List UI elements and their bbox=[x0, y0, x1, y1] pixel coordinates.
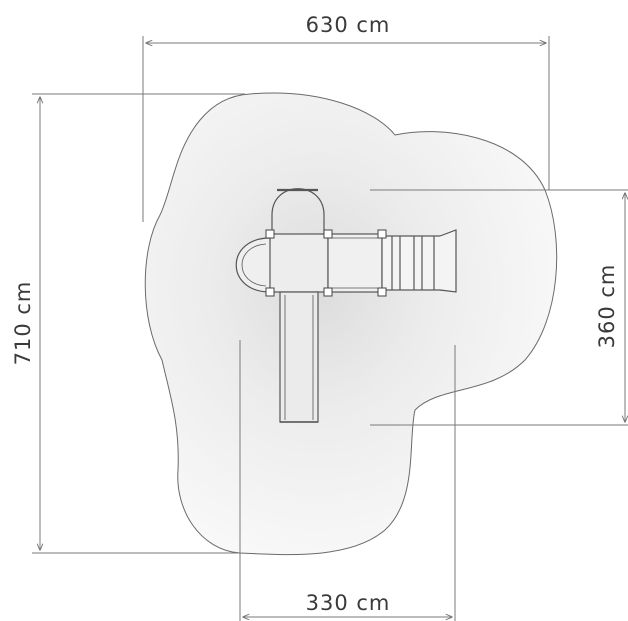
dimension-label-top: 630 cm bbox=[306, 13, 391, 37]
play-structure bbox=[235, 188, 457, 423]
dimension-bottom bbox=[239, 340, 456, 621]
dimension-label-bottom: 330 cm bbox=[306, 591, 391, 615]
ladder bbox=[381, 229, 457, 293]
dimension-top bbox=[142, 36, 550, 222]
arch bbox=[271, 188, 325, 234]
dimension-right bbox=[370, 189, 628, 426]
dimension-left bbox=[32, 93, 245, 554]
right-label-bg bbox=[592, 256, 620, 356]
posts bbox=[265, 229, 387, 297]
top-label-bg bbox=[300, 10, 396, 38]
main-platform bbox=[269, 233, 329, 293]
bottom-label-bg bbox=[296, 590, 400, 616]
dimension-label-right: 360 cm bbox=[595, 264, 619, 349]
round-platform bbox=[235, 237, 271, 293]
slide bbox=[279, 291, 319, 423]
safety-zone bbox=[144, 92, 558, 556]
dimension-label-left: 710 cm bbox=[11, 281, 35, 366]
left-label-bg bbox=[8, 268, 36, 368]
bridge bbox=[327, 233, 383, 293]
